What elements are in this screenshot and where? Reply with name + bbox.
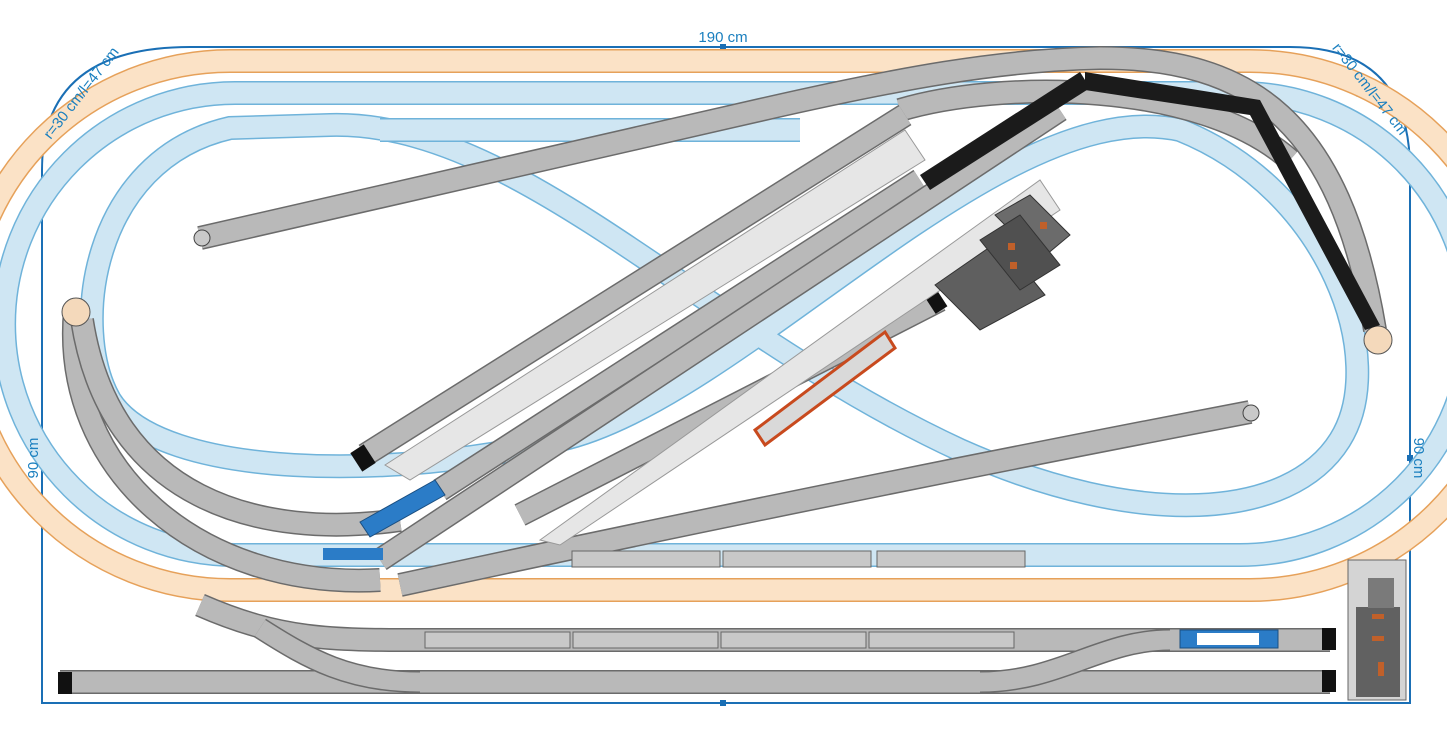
- train-black: [920, 72, 1380, 330]
- turntable-right: [1363, 325, 1393, 355]
- dim-marker-top: [720, 44, 726, 50]
- engine-shed: [1347, 559, 1407, 701]
- turntable-left: [61, 297, 91, 327]
- buffer-stop: [350, 444, 376, 472]
- dim-marker-right: [1407, 455, 1413, 461]
- height-dimension-label-right: 90 cm: [1410, 438, 1427, 479]
- dim-marker-bottom: [720, 700, 726, 706]
- platform: [538, 179, 1061, 546]
- train-red: [752, 329, 898, 448]
- buffer-stop: [1322, 628, 1336, 650]
- track-end-right: [1242, 404, 1260, 422]
- outer-loop-orange: [0, 49, 1447, 602]
- width-dimension-label: 190 cm: [698, 29, 747, 46]
- buffer-stop: [1322, 670, 1336, 692]
- platform: [384, 129, 926, 481]
- buffer-stop: [58, 672, 72, 694]
- station-building: [934, 194, 1071, 331]
- height-dimension-label-left: 90 cm: [25, 438, 42, 479]
- coaches: [424, 550, 1026, 649]
- track-end-left: [193, 229, 211, 247]
- train-blue: [323, 479, 1279, 649]
